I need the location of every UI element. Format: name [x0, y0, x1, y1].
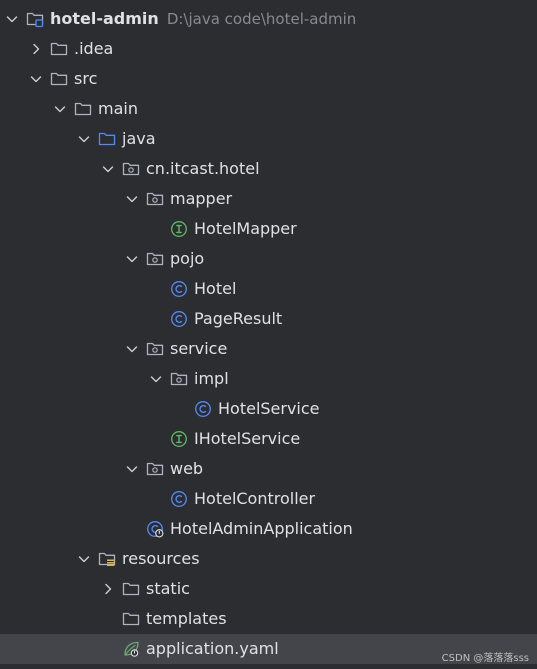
tree-item-application-yaml[interactable]: application.yaml	[0, 634, 537, 664]
chevron-down-icon[interactable]	[124, 191, 140, 207]
tree-item-pojo[interactable]: pojo	[0, 244, 537, 274]
tree-item-hotelmapper[interactable]: HotelMapper	[0, 214, 537, 244]
chevron-spacer	[124, 521, 140, 537]
tree-item-static[interactable]: static	[0, 574, 537, 604]
tree-item-idea[interactable]: .idea	[0, 34, 537, 64]
class-icon	[194, 400, 212, 418]
chevron-down-icon[interactable]	[28, 71, 44, 87]
spring-boot-class-icon	[146, 520, 164, 538]
package-icon	[146, 250, 164, 268]
chevron-down-icon[interactable]	[148, 371, 164, 387]
project-tree[interactable]: hotel-admin D:\java code\hotel-admin .idea…	[0, 4, 537, 664]
chevron-down-icon[interactable]	[76, 131, 92, 147]
folder-icon	[122, 610, 140, 628]
tree-item-label: PageResult	[194, 309, 283, 328]
csdn-watermark: CSDN @落落落sss	[441, 653, 529, 664]
package-icon	[146, 190, 164, 208]
class-icon	[170, 310, 188, 328]
chevron-spacer	[148, 221, 164, 237]
tree-item-hotelservice[interactable]: HotelService	[0, 394, 537, 424]
chevron-spacer	[148, 431, 164, 447]
interface-icon	[170, 220, 188, 238]
tree-item-label: application.yaml	[146, 639, 279, 658]
tree-item-label: service	[170, 339, 228, 358]
chevron-spacer	[148, 281, 164, 297]
spring-yaml-icon	[122, 640, 140, 658]
package-icon	[170, 370, 188, 388]
tree-item-ihotelservice[interactable]: IHotelService	[0, 424, 537, 454]
chevron-down-icon[interactable]	[124, 341, 140, 357]
module-folder-icon	[26, 10, 44, 28]
chevron-down-icon[interactable]	[76, 551, 92, 567]
interface-icon	[170, 430, 188, 448]
resources-folder-icon	[98, 550, 116, 568]
tree-item-label: src	[74, 69, 98, 88]
chevron-down-icon[interactable]	[4, 11, 20, 27]
chevron-spacer	[172, 401, 188, 417]
chevron-down-icon[interactable]	[124, 251, 140, 267]
tree-item-hotel[interactable]: Hotel	[0, 274, 537, 304]
chevron-down-icon[interactable]	[52, 101, 68, 117]
package-icon	[122, 160, 140, 178]
tree-item-hotel-admin[interactable]: hotel-admin D:\java code\hotel-admin	[0, 4, 537, 34]
chevron-spacer	[148, 491, 164, 507]
tree-item-label: IHotelService	[194, 429, 301, 448]
tree-item-main[interactable]: main	[0, 94, 537, 124]
folder-icon	[74, 100, 92, 118]
folder-icon	[50, 40, 68, 58]
tree-item-label: main	[98, 99, 138, 118]
tree-item-hotelcontroller[interactable]: HotelController	[0, 484, 537, 514]
tree-item-label: .idea	[74, 39, 114, 58]
tree-item-label: HotelService	[218, 399, 320, 418]
class-icon	[170, 490, 188, 508]
tree-item-impl[interactable]: impl	[0, 364, 537, 394]
tree-item-label: web	[170, 459, 204, 478]
tree-item-resources[interactable]: resources	[0, 544, 537, 574]
tree-item-service[interactable]: service	[0, 334, 537, 364]
folder-icon	[122, 580, 140, 598]
tree-item-pageresult[interactable]: PageResult	[0, 304, 537, 334]
chevron-spacer	[100, 611, 116, 627]
tree-item-label: impl	[194, 369, 229, 388]
tree-item-label: HotelController	[194, 489, 316, 508]
tree-item-label: cn.itcast.hotel	[146, 159, 260, 178]
tree-item-java[interactable]: java	[0, 124, 537, 154]
tree-item-label: hotel-admin	[50, 9, 159, 28]
project-path: D:\java code\hotel-admin	[166, 10, 357, 28]
tree-item-mapper[interactable]: mapper	[0, 184, 537, 214]
chevron-right-icon[interactable]	[100, 581, 116, 597]
tree-item-src[interactable]: src	[0, 64, 537, 94]
tree-item-label: templates	[146, 609, 227, 628]
source-folder-icon	[98, 130, 116, 148]
tree-item-label: mapper	[170, 189, 233, 208]
tree-item-label: HotelMapper	[194, 219, 297, 238]
tree-item-hoteladminapplication[interactable]: HotelAdminApplication	[0, 514, 537, 544]
package-icon	[146, 340, 164, 358]
tree-item-cn-itcast-hotel[interactable]: cn.itcast.hotel	[0, 154, 537, 184]
tree-item-label: HotelAdminApplication	[170, 519, 353, 538]
tree-item-label: Hotel	[194, 279, 237, 298]
chevron-spacer	[100, 641, 116, 657]
tree-item-label: java	[122, 129, 156, 148]
folder-icon	[50, 70, 68, 88]
tree-item-label: resources	[122, 549, 200, 568]
package-icon	[146, 460, 164, 478]
class-icon	[170, 280, 188, 298]
chevron-down-icon[interactable]	[100, 161, 116, 177]
tree-item-templates[interactable]: templates	[0, 604, 537, 634]
chevron-spacer	[148, 311, 164, 327]
tree-item-label: pojo	[170, 249, 205, 268]
tree-item-web[interactable]: web	[0, 454, 537, 484]
tree-item-label: static	[146, 579, 190, 598]
chevron-right-icon[interactable]	[28, 41, 44, 57]
chevron-down-icon[interactable]	[124, 461, 140, 477]
